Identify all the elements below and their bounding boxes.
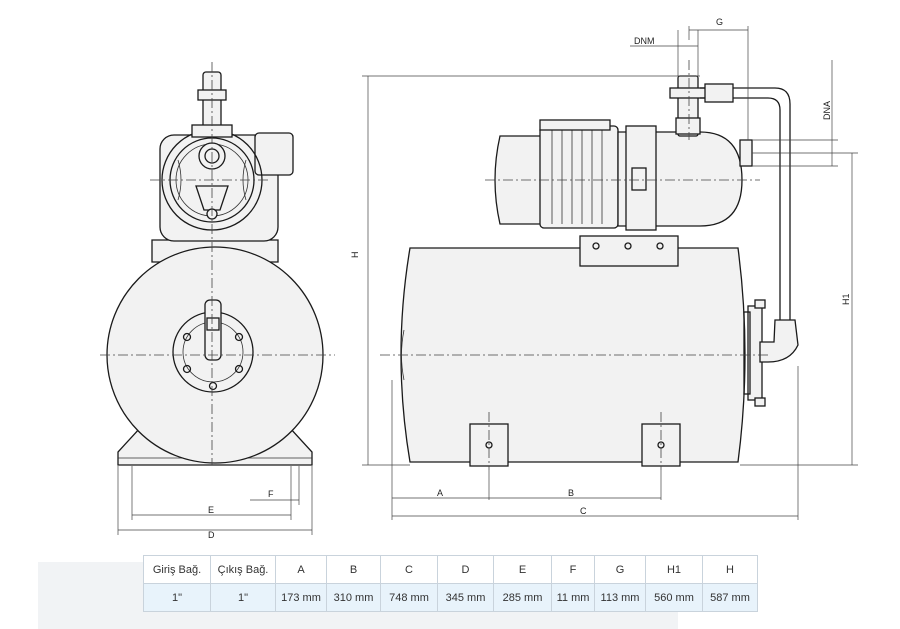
cell-c: 748 mm bbox=[380, 583, 438, 612]
cell-outlet-connection: 1" bbox=[210, 583, 276, 612]
dim-label-dnm: DNM bbox=[634, 36, 655, 46]
dim-label-h: H bbox=[350, 252, 360, 259]
cell-b: 310 mm bbox=[326, 583, 381, 612]
header-a: A bbox=[275, 555, 327, 584]
header-d: D bbox=[437, 555, 494, 584]
header-b: B bbox=[326, 555, 381, 584]
dim-label-a: A bbox=[437, 488, 443, 498]
header-f: F bbox=[551, 555, 595, 584]
header-h1: H1 bbox=[645, 555, 703, 584]
front-view bbox=[100, 62, 335, 535]
dim-label-c: C bbox=[580, 506, 587, 516]
spec-table-row: 1" 1" 173 mm 310 mm 748 mm 345 mm 285 mm… bbox=[143, 583, 758, 612]
dim-label-dna: DNA bbox=[822, 101, 832, 120]
cell-e: 285 mm bbox=[493, 583, 552, 612]
dim-label-d: D bbox=[208, 530, 215, 540]
header-outlet-connection: Çıkış Bağ. bbox=[210, 555, 276, 584]
dim-label-e: E bbox=[208, 505, 214, 515]
cell-f: 11 mm bbox=[551, 583, 595, 612]
header-g: G bbox=[594, 555, 646, 584]
spec-table-header-row: Giriş Bağ. Çıkış Bağ. A B C D E F G H1 H bbox=[143, 555, 758, 584]
header-h: H bbox=[702, 555, 758, 584]
cell-inlet-connection: 1" bbox=[143, 583, 211, 612]
cell-h: 587 mm bbox=[702, 583, 758, 612]
header-inlet-connection: Giriş Bağ. bbox=[143, 555, 211, 584]
dim-label-b: B bbox=[568, 488, 574, 498]
spec-table: Giriş Bağ. Çıkış Bağ. A B C D E F G H1 H… bbox=[143, 555, 758, 612]
cell-h1: 560 mm bbox=[645, 583, 703, 612]
cell-d: 345 mm bbox=[437, 583, 494, 612]
side-view bbox=[362, 26, 858, 520]
dim-label-f: F bbox=[268, 489, 274, 499]
header-c: C bbox=[380, 555, 438, 584]
cell-a: 173 mm bbox=[275, 583, 327, 612]
dim-label-h1: H1 bbox=[841, 293, 851, 305]
dim-label-g: G bbox=[716, 17, 723, 27]
cell-g: 113 mm bbox=[594, 583, 646, 612]
technical-drawing: DNM G DNA H H1 A B C D E F bbox=[100, 17, 858, 540]
header-e: E bbox=[493, 555, 552, 584]
